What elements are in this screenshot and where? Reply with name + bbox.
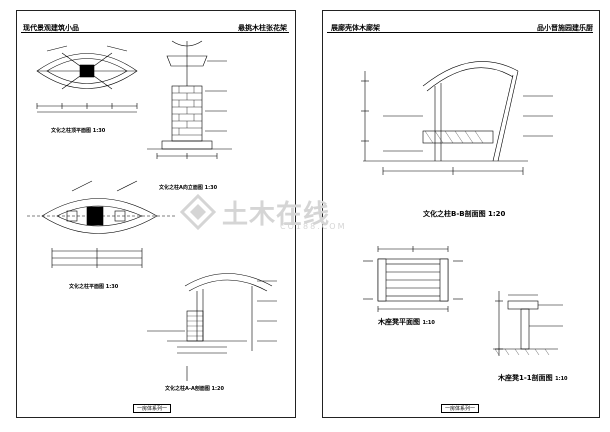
section-bb-drawing xyxy=(361,61,553,175)
caption-bench-plan-scale: 1:10 xyxy=(422,320,435,326)
bench-section-drawing xyxy=(493,291,563,356)
left-drawings xyxy=(27,40,277,381)
right-drawing-page: 展廊壳体木廊架 品小晋施园建乐厨 xyxy=(322,10,600,418)
right-footer: 一房体系列一 xyxy=(441,404,480,413)
caption-elevation: 文化之柱A向立面图 1:30 xyxy=(159,185,218,191)
caption-bench-plan: 木座凳平面图 1:10 xyxy=(378,317,435,327)
section-aa-drawing xyxy=(147,273,277,381)
watermark-text: 土木在线 xyxy=(222,200,331,230)
right-header-rule xyxy=(327,32,593,33)
right-header-title: 展廊壳体木廊架 xyxy=(331,24,380,32)
left-drawing-page: 现代景观建筑小品 悬挑木柱张花架 xyxy=(16,10,296,418)
caption-plan-top: 文化之柱顶平面图 1:30 xyxy=(51,128,106,134)
mid-plan-drawing xyxy=(27,180,177,268)
top-plan-drawing xyxy=(36,45,138,113)
left-header-title: 现代景观建筑小品 xyxy=(23,24,79,32)
right-header-subtitle: 品小晋施园建乐厨 xyxy=(537,24,593,32)
caption-bench-plan-text: 木座凳平面图 xyxy=(378,318,420,326)
caption-plan-mid: 文化之柱平面图 1:30 xyxy=(69,284,119,290)
left-header-subtitle: 悬挑木柱张花架 xyxy=(238,24,287,32)
watermark-subtext: CO188.COM xyxy=(280,222,347,231)
caption-bench-section: 木座凳1-1剖面图 1:10 xyxy=(498,373,568,383)
watermark-logo-icon xyxy=(180,194,216,230)
caption-bench-section-scale: 1:10 xyxy=(555,376,568,382)
left-footer: 一房体系列一 xyxy=(133,404,172,413)
caption-section-bb: 文化之柱B-B剖面图 1:20 xyxy=(423,210,506,218)
left-header-rule xyxy=(21,32,289,33)
bench-plan-drawing xyxy=(363,246,463,312)
elevation-drawing xyxy=(147,40,232,159)
right-drawings xyxy=(361,61,563,356)
caption-section-aa: 文化之柱A-A剖面图 1:20 xyxy=(165,386,224,392)
caption-bench-section-text: 木座凳1-1剖面图 xyxy=(498,374,553,382)
